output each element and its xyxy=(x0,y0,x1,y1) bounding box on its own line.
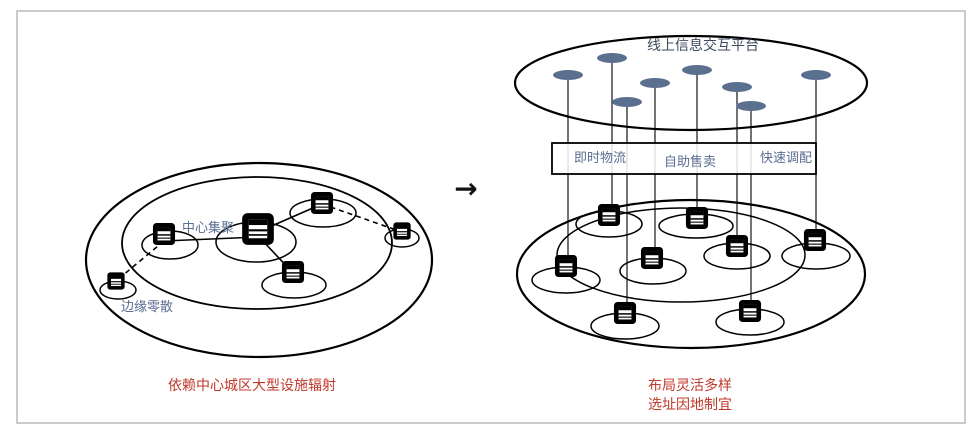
online-platform-label: 线上信息交互平台 xyxy=(647,37,759,54)
platform-node-dots xyxy=(553,53,831,111)
store-icon xyxy=(310,191,334,215)
frame-border xyxy=(16,10,966,424)
store-icon xyxy=(613,301,637,325)
band-item-instant-logistics: 即时物流 xyxy=(574,151,626,166)
center-cluster-label: 中心集聚 xyxy=(182,220,234,236)
store-icon xyxy=(803,228,827,252)
connector-dashed xyxy=(115,240,165,282)
store-icon xyxy=(152,222,176,246)
store-icon xyxy=(685,206,709,230)
store-icon xyxy=(640,246,664,270)
large-store-icon xyxy=(241,212,275,246)
offline-outer-ellipse xyxy=(515,198,867,350)
online-platform-ellipse xyxy=(513,34,869,132)
band-item-self-service: 自助售卖 xyxy=(664,154,716,170)
right-caption-line1: 布局灵活多样 xyxy=(648,377,732,394)
city-core-ellipse xyxy=(121,176,393,310)
transition-arrow: → xyxy=(454,172,477,205)
city-outer-ellipse xyxy=(84,161,434,359)
platform-links xyxy=(567,58,817,313)
store-icon xyxy=(281,260,305,284)
store-icon xyxy=(106,271,126,291)
left-diagram: 中心集聚 边缘零散 依赖中心城区大型设施辐射 xyxy=(84,161,434,394)
left-caption: 依赖中心城区大型设施辐射 xyxy=(168,378,336,394)
right-diagram: 线上信息交互平台 即时物流 自助售卖 快速调配 xyxy=(513,34,869,413)
right-caption-line2: 选址因地制宜 xyxy=(648,397,732,413)
band-item-quick-dispatch: 快速调配 xyxy=(760,151,812,166)
connector-dashed xyxy=(321,203,403,233)
store-icon xyxy=(597,203,621,227)
store-icon xyxy=(725,234,749,258)
offline-inner-ellipse xyxy=(556,207,806,303)
store-icon xyxy=(392,221,412,241)
store-icon xyxy=(738,299,762,323)
store-icon xyxy=(554,254,578,278)
service-band xyxy=(551,142,817,175)
edge-scattered-label: 边缘零散 xyxy=(121,300,173,315)
